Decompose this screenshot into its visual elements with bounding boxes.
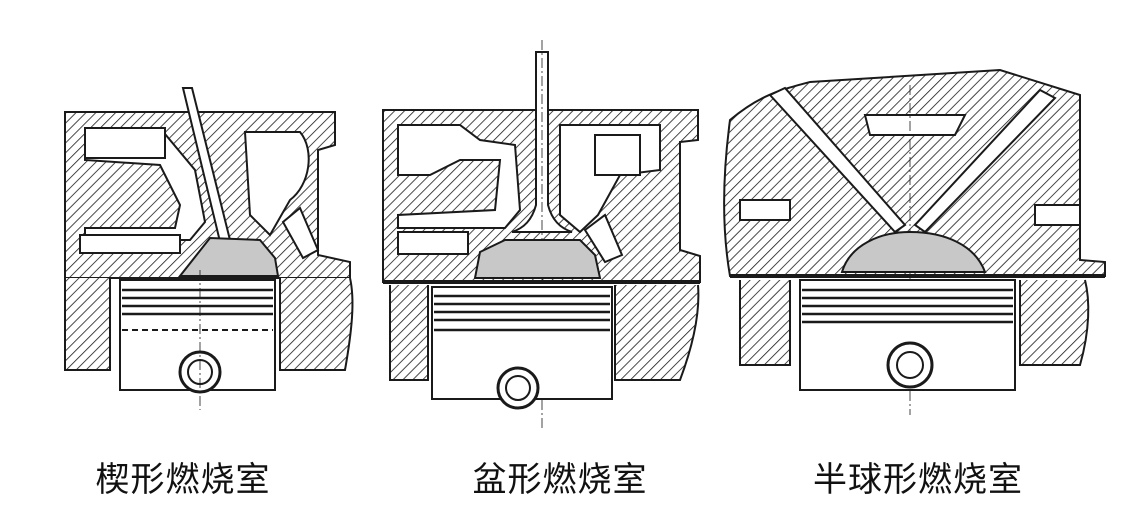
hemi-intake-valve (768, 86, 907, 234)
basin-intake-port (397, 124, 522, 229)
basin-chamber (473, 239, 602, 279)
wedge-lower-cavity (79, 234, 181, 254)
hemi-chamber (840, 230, 987, 273)
basin-chamber-drawing (382, 40, 701, 430)
hemi-cylinder-block-left (739, 280, 791, 366)
basin-lower-cavity (397, 231, 469, 255)
basin-cylinder-block-right (614, 284, 700, 381)
hemi-right-cavity (1034, 204, 1081, 226)
wedge-chamber (177, 236, 280, 277)
hemi-left-cavity (739, 199, 791, 221)
hemi-piston-rings (802, 288, 1013, 324)
caption-hemi: 半球形燃烧室 (813, 460, 1023, 500)
basin-spark-plug (583, 213, 624, 264)
wedge-exhaust-port (243, 131, 310, 237)
wedge-cylinder-block-right (279, 277, 354, 371)
basin-cylinder-block-left (389, 285, 429, 381)
caption-wedge: 楔形燃烧室 (95, 460, 271, 500)
wedge-upper-cavity (84, 127, 166, 159)
wedge-chamber-drawing (64, 87, 354, 410)
hemi-chamber-drawing (723, 68, 1106, 415)
caption-basin: 盆形燃烧室 (472, 460, 648, 500)
hemi-upper-cavity (863, 114, 967, 136)
basin-piston-rings (434, 294, 610, 332)
wedge-cylinder-block-left (64, 278, 111, 371)
wedge-piston-rings (122, 288, 273, 316)
basin-exhaust-cavity (594, 134, 641, 176)
hemi-cylinder-block-right (1019, 279, 1090, 366)
wedge-spark-plug (281, 206, 320, 260)
basin-valve-stem (511, 51, 573, 233)
